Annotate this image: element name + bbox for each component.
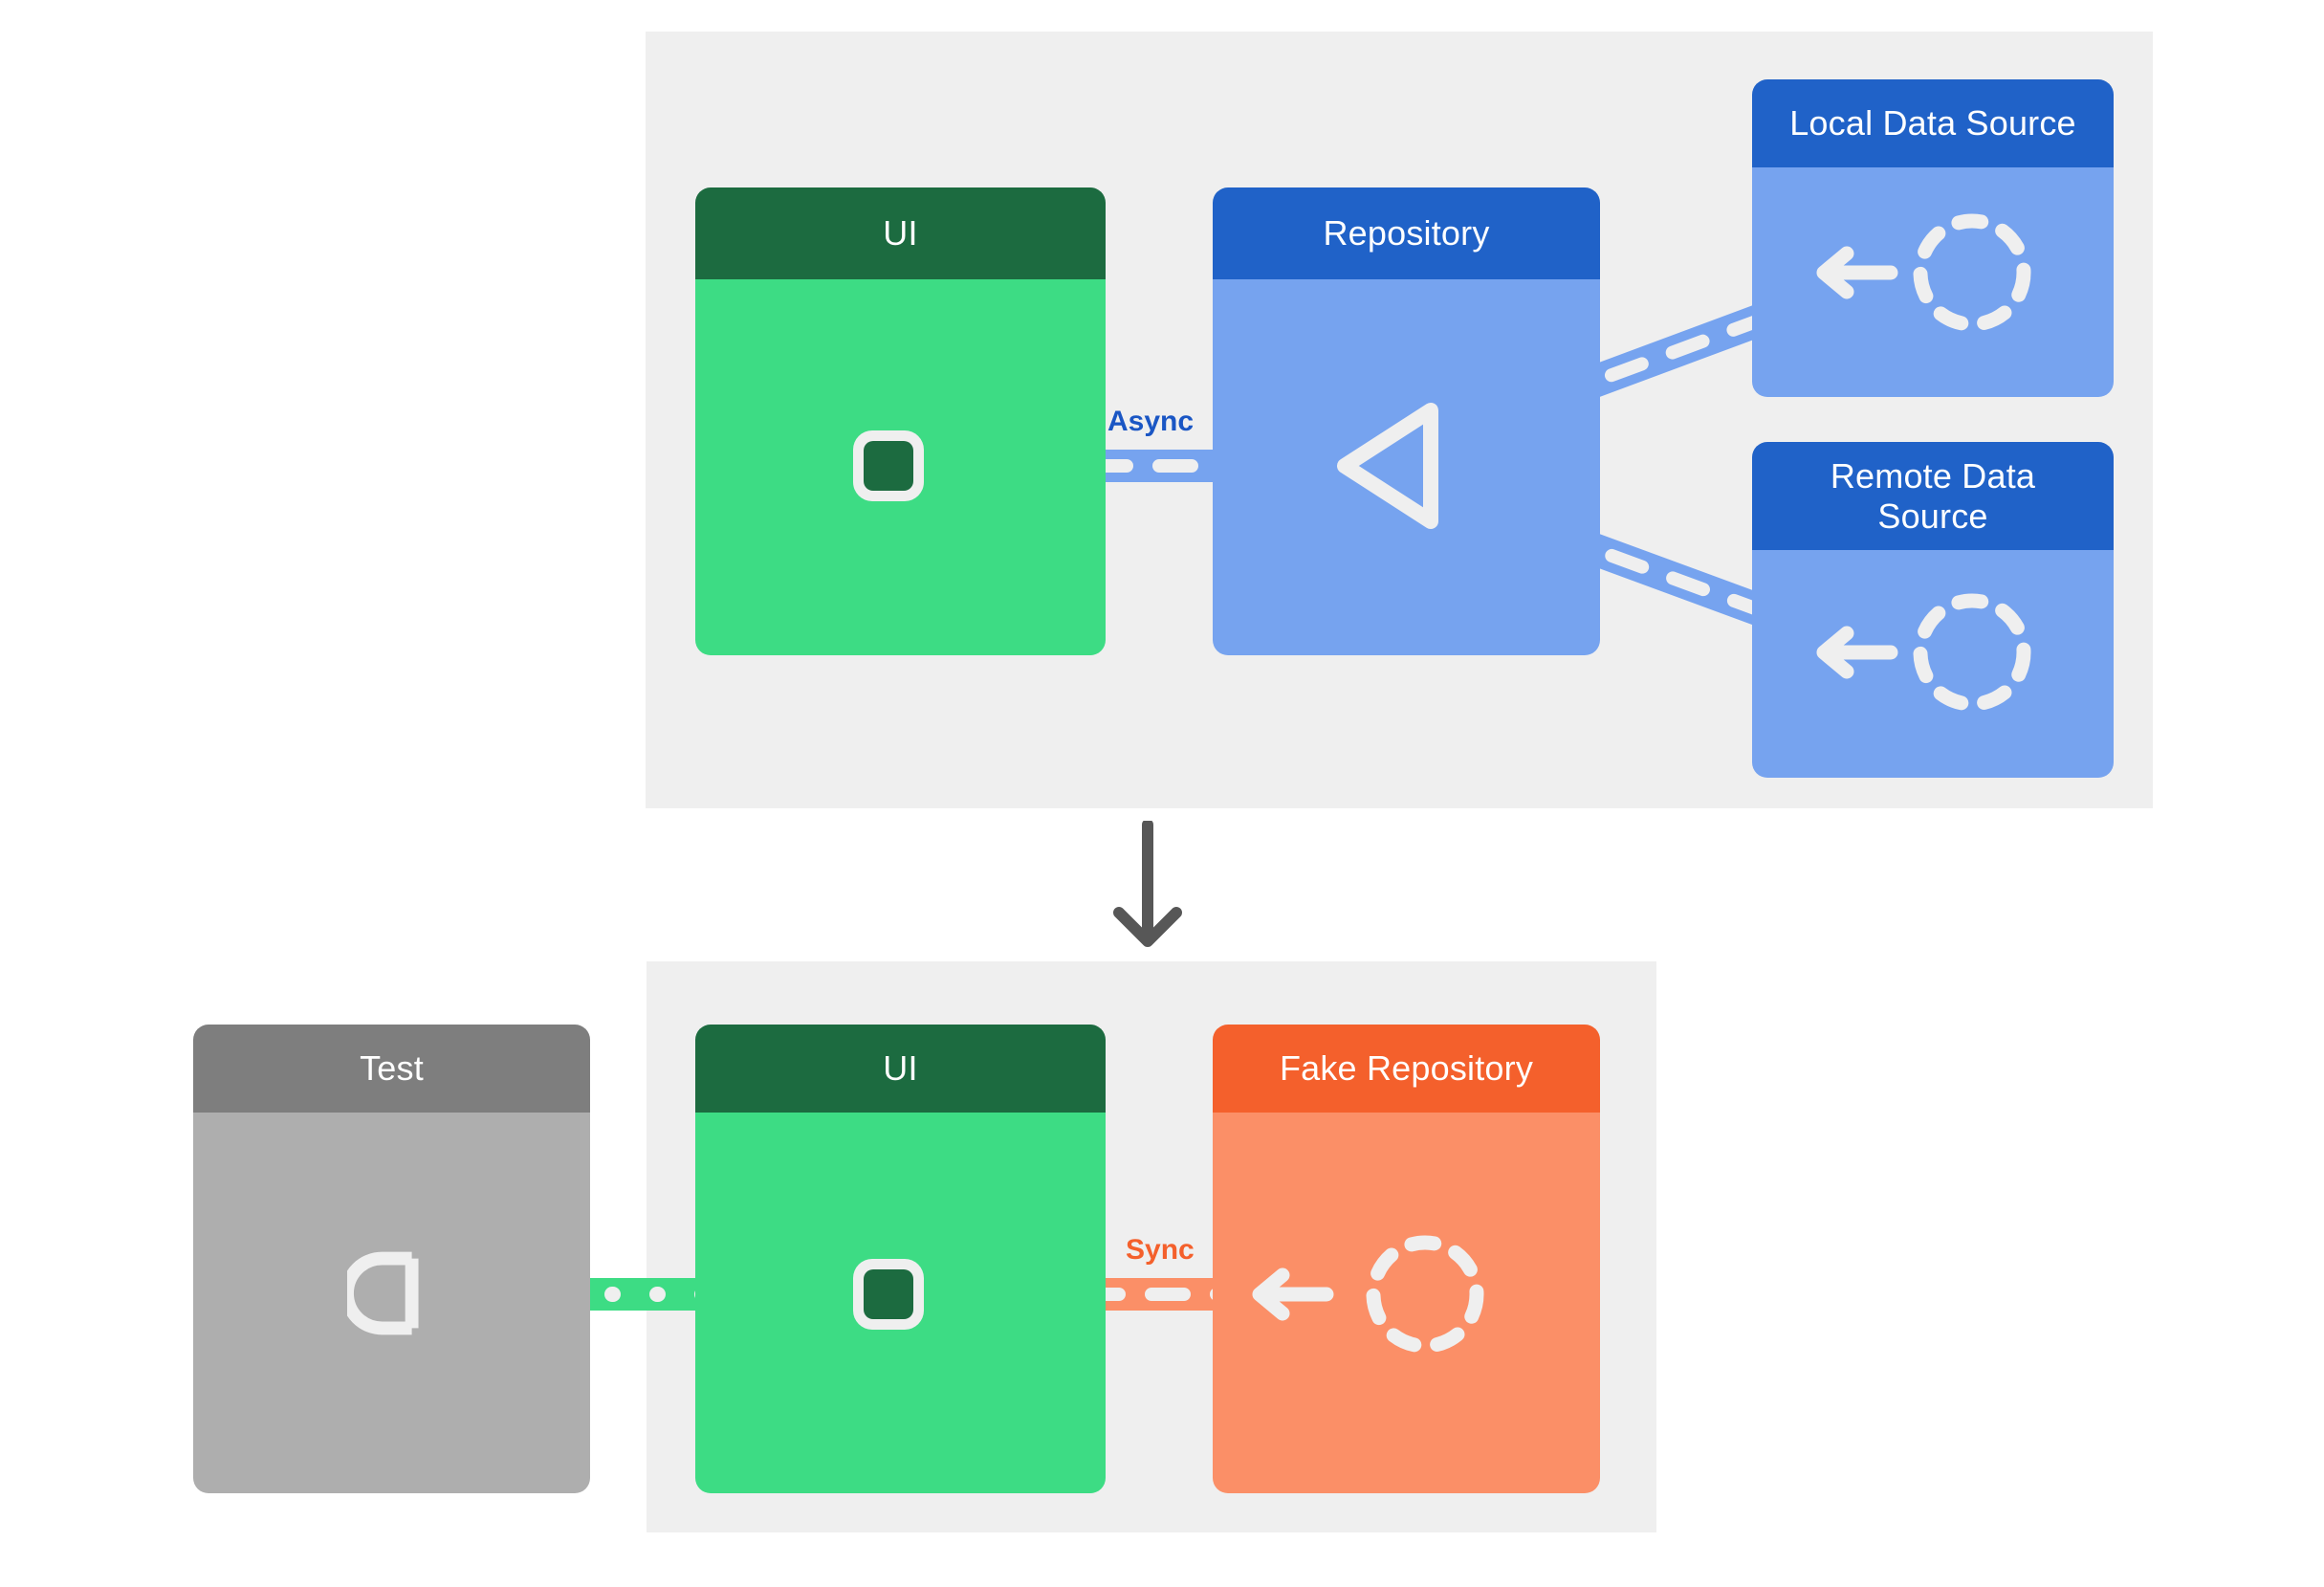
node-repository-label: Repository (1323, 213, 1490, 253)
node-local-data-source-header: Local Data Source (1752, 79, 2114, 167)
dashed-circle-icon-fake (1366, 1235, 1484, 1354)
edge-label-sync: Sync (1126, 1234, 1195, 1266)
dashed-circle-icon (1913, 213, 2031, 332)
node-local-data-source-label: Local Data Source (1789, 103, 2076, 143)
node-remote-data-source-body (1752, 550, 2114, 778)
dashed-circle-icon-remote (1913, 593, 2031, 712)
node-local-data-source[interactable]: Local Data Source (1752, 79, 2114, 397)
node-test-label: Test (360, 1048, 424, 1089)
node-ui[interactable]: UI (695, 187, 1106, 655)
node-local-data-source-body (1752, 167, 2114, 397)
left-arrow-icon-fake (1252, 1267, 1334, 1321)
node-remote-data-source-label: Remote Data Source (1830, 456, 2036, 536)
node-test-body (193, 1113, 590, 1493)
node-ui-header: UI (695, 187, 1106, 279)
rounded-square-plug-icon-2 (853, 1259, 924, 1330)
node-test-header: Test (193, 1025, 590, 1113)
node-ui-label: UI (883, 213, 918, 253)
down-arrow-icon (1113, 821, 1182, 947)
node-fake-repository-header: Fake Repository (1213, 1025, 1600, 1113)
node-test[interactable]: Test (193, 1025, 590, 1493)
rounded-square-plug-icon (853, 430, 924, 501)
node-repository-body (1213, 279, 1600, 655)
node-fake-repository-label: Fake Repository (1279, 1048, 1534, 1089)
edge-label-async: Async (1107, 406, 1195, 437)
left-arrow-icon-remote (1816, 626, 1898, 679)
node-ui-2-header: UI (695, 1025, 1106, 1113)
node-remote-data-source[interactable]: Remote Data Source (1752, 442, 2114, 778)
node-ui-2-label: UI (883, 1048, 918, 1089)
d-socket-icon (347, 1251, 419, 1335)
node-remote-data-source-header: Remote Data Source (1752, 442, 2114, 550)
node-repository-header: Repository (1213, 187, 1600, 279)
node-repository[interactable]: Repository (1213, 187, 1600, 655)
left-arrow-icon-local (1816, 246, 1898, 299)
triangle-left-outline-icon (1337, 403, 1438, 529)
